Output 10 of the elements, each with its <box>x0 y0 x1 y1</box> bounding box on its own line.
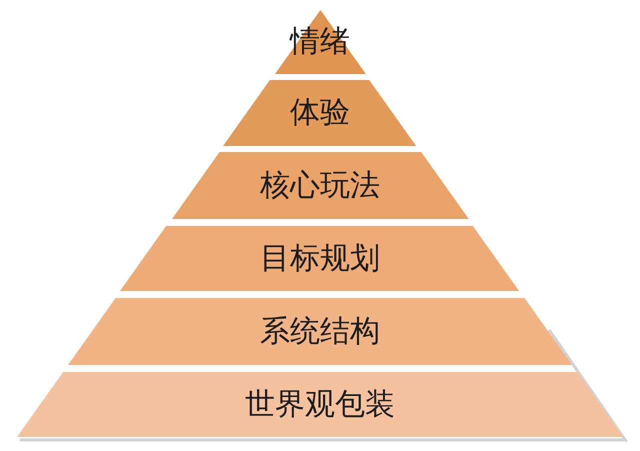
pyramid-tier <box>223 80 417 146</box>
pyramid-tier <box>120 226 520 291</box>
pyramid-tier <box>16 372 624 437</box>
tier-label: 目标规划 <box>260 242 380 276</box>
pyramid-tier <box>68 298 572 365</box>
tier-label: 世界观包装 <box>244 388 395 422</box>
tier-label: 核心玩法 <box>260 168 380 202</box>
tier-label: 体验 <box>290 96 350 130</box>
tier-label: 系统结构 <box>260 314 380 348</box>
pyramid-tier <box>172 152 468 219</box>
